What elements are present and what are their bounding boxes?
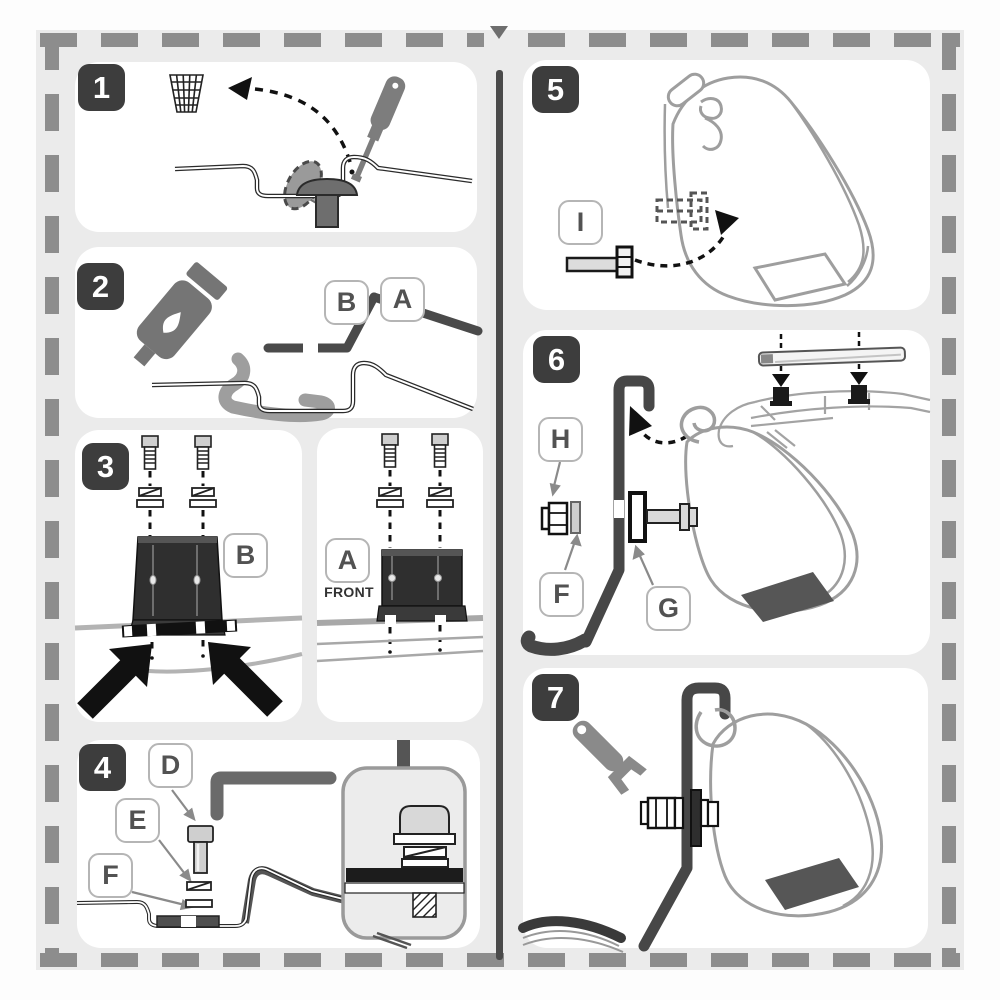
part-label-b: B [223,533,268,578]
part-label-e: E [115,798,160,843]
step-badge-6: 6 [533,336,580,383]
dashed-border-bottom [40,953,960,967]
part-label-i: I [558,200,603,245]
part-label-a: A [325,538,370,583]
crossbar-mount-arrows [770,332,870,406]
dashed-border-right [942,33,956,967]
washers [376,487,454,508]
allen-key-icon [210,771,337,821]
discard-arrow [228,77,355,175]
step-7-panel [518,668,928,953]
mount-bolts [141,435,212,470]
hook-bracket-drawing [520,375,655,656]
bolt-assembly [639,789,720,847]
base-strip [121,619,238,638]
adapter-brackets [263,292,483,353]
crossbar-drawing [757,346,906,367]
channel-plug-cap [295,177,359,228]
roof-channel-profile [151,360,474,414]
bracket-b-drawing [128,536,226,636]
carrier-hook-cap [666,72,706,108]
mount-bolts [381,433,449,468]
push-arrow-right [208,642,283,717]
adhesive-bead [218,352,335,423]
dashed-border-left [45,33,59,967]
part-label-f: F [88,853,133,898]
step-badge-3: 3 [82,443,129,490]
channel-bracket-bar [156,915,220,928]
assembly-guide-lines [148,471,205,650]
step-badge-1: 1 [78,64,125,111]
hang-arrow [629,406,688,445]
hook-bracket-drawing [638,682,731,952]
carrier-foot-plate [752,252,848,302]
car-roof-drawing [717,390,931,449]
carrier-foot-plate [765,858,859,910]
slot-target-dashed [655,191,709,231]
wrench-icon [572,720,647,795]
step-6-panel [520,330,931,656]
label-pointer-arrows [549,461,655,586]
step-5-panel [523,60,930,310]
bracket-bolt-hole [614,500,624,518]
load-carrier-drawing [694,707,884,918]
part-label-f: F [539,572,584,617]
load-carrier-drawing [679,405,859,613]
top-marker-triangle-icon [490,26,508,39]
inset-stem [397,740,410,770]
washers [136,487,217,508]
sealant-bottle-icon [133,262,228,367]
bolt-d-drawing [187,825,214,874]
part-label-b: B [324,280,369,325]
step-4-panel [76,740,480,950]
washer-e-f-drawing [185,881,213,908]
column-divider [496,70,503,960]
bracket-gap-mark [303,343,318,354]
step-badge-2: 2 [77,263,124,310]
part-label-h: H [538,417,583,462]
part-label-g: G [646,586,691,631]
fastener-parts [540,491,698,543]
step-badge-4: 4 [79,744,126,791]
step-badge-5: 5 [532,66,579,113]
load-carrier-drawing [663,75,875,308]
part-label-a: A [380,277,425,322]
cross-section-inset [341,766,467,950]
carrier-foot-plate [741,572,834,622]
step-1-panel [75,62,477,232]
front-caption: FRONT [324,584,374,600]
insert-arrow [634,210,739,268]
step-2-panel [75,247,483,423]
bracket-a-drawing [376,549,468,624]
step-badge-7: 7 [532,674,579,721]
step-3-panel-front [316,428,484,722]
wastebasket-icon [169,74,204,113]
bolt-i-drawing [565,245,634,279]
rails [316,615,484,663]
push-arrow-left [77,644,152,719]
roof-channel-profile [76,866,348,928]
roof-edge-drawing [518,916,626,953]
part-label-d: D [148,743,193,788]
